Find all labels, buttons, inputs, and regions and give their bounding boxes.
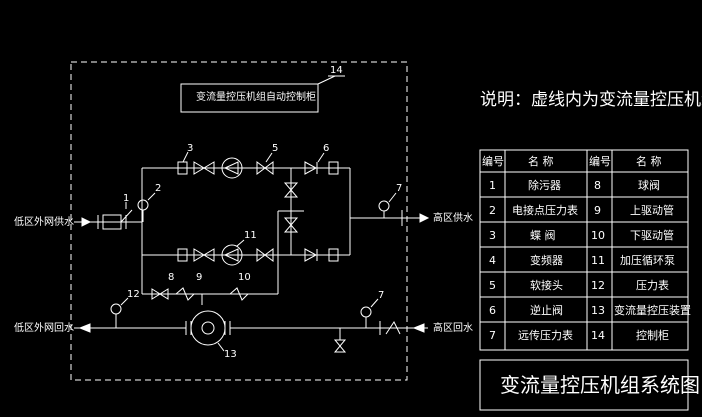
legend-name: 下驱动管 [630,229,674,242]
legend-no: 12 [591,279,605,292]
strainer-1 [97,209,133,230]
low-supply-label: 低区外网供水 [14,217,74,228]
legend-no: 9 [594,204,601,217]
diagram-title: 变流量控压机组系统图 [500,373,700,397]
callout-leaders [120,151,397,352]
legend-name: 变流量控压装置 [614,304,691,317]
legend-header-name1: 名 称 [528,155,554,168]
legend-no: 11 [591,254,605,267]
lower-branch [177,244,350,266]
legend-header-no1: 编号 [482,155,504,168]
control-cabinet-label: 变流量控压机组自动控制柜 [196,92,316,103]
legend-name: 加压循环泵 [620,254,675,267]
callout-10: 10 [238,272,251,283]
low-return-label: 低区外网回水 [14,323,74,334]
legend-no: 7 [489,329,496,342]
callout-7-bottom: 7 [378,290,385,301]
callout-3: 3 [187,143,194,154]
legend-no: 6 [489,304,496,317]
legend-no: 5 [489,279,496,292]
cabinet-callout: 14 [330,65,343,76]
legend-name: 变频器 [530,254,563,267]
callout-8: 8 [168,272,175,283]
legend-name: 蝶 阀 [530,229,556,242]
legend-name: 压力表 [636,279,669,292]
high-return-label: 高区回水 [433,323,473,334]
legend-no: 1 [489,179,496,192]
callout-2: 2 [155,183,162,194]
callout-12: 12 [127,289,140,300]
collector [349,168,430,255]
legend-header-no2: 编号 [589,155,611,168]
legend-name: 软接头 [530,279,563,292]
upper-branch [177,157,350,179]
callout-5: 5 [272,143,279,154]
legend-name: 除污器 [528,179,561,192]
callout-6: 6 [323,143,330,154]
legend-no: 2 [489,204,496,217]
legend-name: 电接点压力表 [512,204,578,217]
callout-11: 11 [244,230,257,241]
legend-no: 13 [591,304,605,317]
legend-no: 3 [489,229,496,242]
callout-13: 13 [224,349,237,360]
legend-table [479,149,689,411]
contact-gauge-2 [137,199,149,222]
legend-name: 控制柜 [636,329,669,342]
legend-name: 球阀 [638,179,660,192]
high-supply-label: 高区供水 [433,213,473,224]
unit-boundary [70,61,408,381]
legend-no: 14 [591,329,605,342]
control-cabinet-box [180,83,319,113]
legend-name: 上驱动管 [630,204,674,217]
low-supply-pipe [74,167,275,256]
return-pipe [74,303,428,353]
diagram-note: 说明：虚线内为变流量控压机组 [480,90,702,110]
legend-header-name2: 名 称 [636,155,662,168]
legend-no: 10 [591,229,605,242]
bypass [277,168,304,280]
legend-no: 8 [594,179,601,192]
callout-9: 9 [196,272,203,283]
drive-pipes [141,255,279,305]
legend-name: 逆止阀 [530,304,563,317]
callout-1: 1 [123,193,130,204]
legend-name: 远传压力表 [518,329,573,342]
legend-no: 4 [489,254,496,267]
callout-7-top: 7 [396,183,403,194]
